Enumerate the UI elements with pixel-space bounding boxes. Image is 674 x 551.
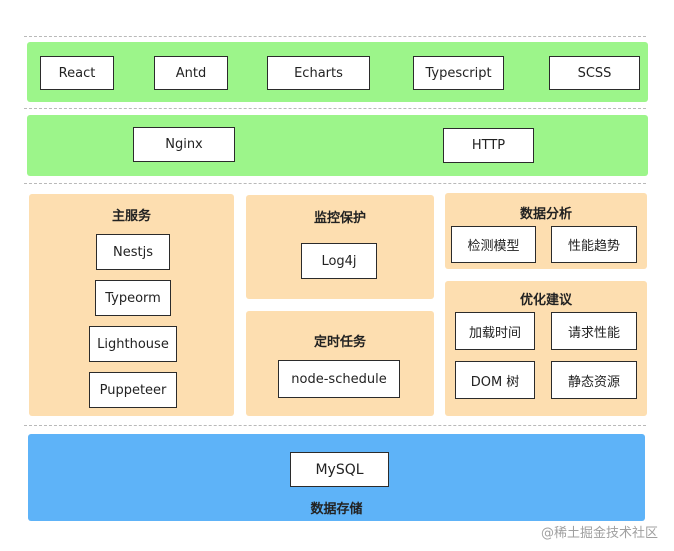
dashed-separator [24,36,646,37]
frontend-item-echarts: Echarts [267,56,370,90]
data-analysis-title: 数据分析 [519,207,572,222]
main-service-panel: 主服务 Nestjs Typeorm Lighthouse Puppeteer [29,194,234,416]
optimization-item-load-time: 加载时间 [455,312,535,350]
frontend-layer: React Antd Echarts Typescript SCSS [27,42,648,102]
gateway-item-nginx: Nginx [133,127,235,162]
gateway-layer: Nginx HTTP [27,115,648,176]
main-service-item-lighthouse: Lighthouse [89,326,177,362]
storage-title: 数据存储 [310,502,363,517]
data-analysis-item-trend: 性能趋势 [551,226,637,263]
dashed-separator [24,425,646,426]
dashed-separator [24,183,646,184]
monitoring-title: 监控保护 [313,211,366,226]
main-service-item-typeorm: Typeorm [95,280,171,316]
frontend-item-antd: Antd [154,56,228,90]
dashed-separator [24,108,646,109]
monitoring-item-log4j: Log4j [301,243,377,279]
optimization-title: 优化建议 [519,293,572,308]
scheduled-tasks-title: 定时任务 [313,335,366,350]
optimization-item-static-assets: 静态资源 [551,361,637,399]
watermark: @稀土掘金技术社区 [540,526,658,541]
scheduled-tasks-panel: 定时任务 node-schedule [246,311,434,416]
main-service-title: 主服务 [111,209,151,224]
optimization-panel: 优化建议 加载时间 请求性能 DOM 树 静态资源 [445,281,647,416]
frontend-item-scss: SCSS [549,56,640,90]
scheduled-tasks-item-node-schedule: node-schedule [278,360,400,398]
optimization-item-dom-tree: DOM 树 [455,361,535,399]
monitoring-panel: 监控保护 Log4j [246,195,434,299]
data-analysis-panel: 数据分析 检测模型 性能趋势 [445,193,647,269]
data-analysis-item-model: 检测模型 [451,226,536,263]
gateway-item-http: HTTP [443,128,534,163]
main-service-item-puppeteer: Puppeteer [89,372,177,408]
frontend-item-react: React [40,56,114,90]
optimization-item-request-perf: 请求性能 [551,312,637,350]
frontend-item-typescript: Typescript [413,56,504,90]
storage-item-mysql: MySQL [290,452,389,487]
main-service-item-nestjs: Nestjs [96,234,170,270]
storage-layer: MySQL 数据存储 [28,434,645,521]
